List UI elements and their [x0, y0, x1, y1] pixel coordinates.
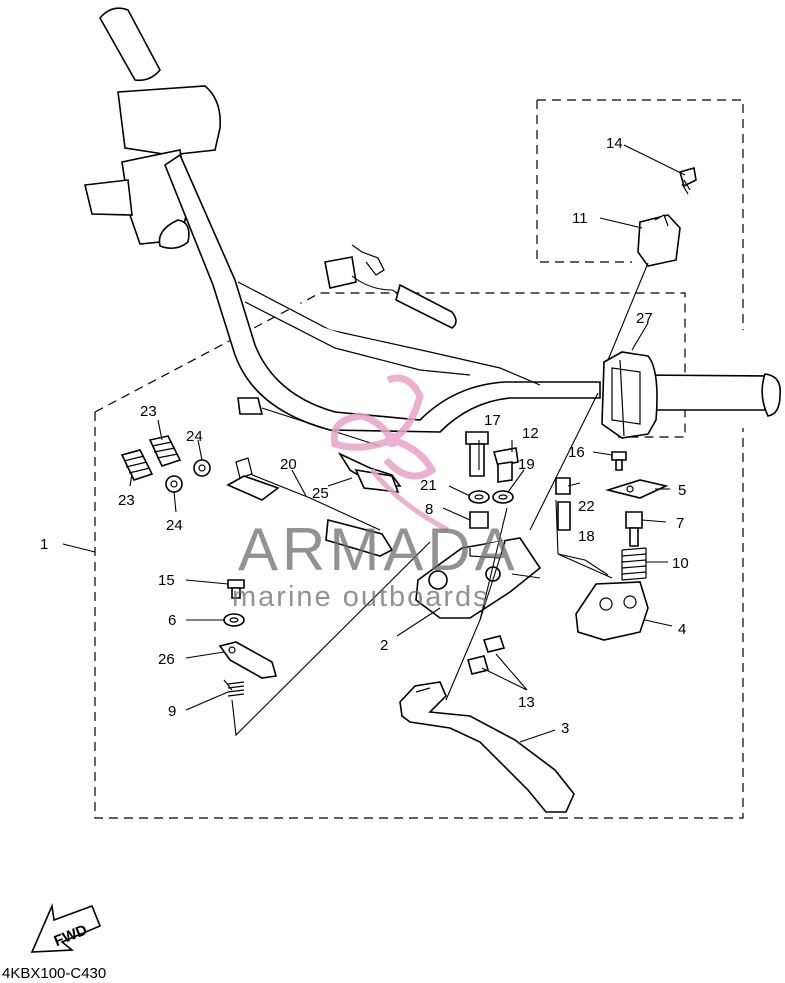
callout-5: 5 — [678, 482, 686, 499]
callout-12: 12 — [522, 425, 539, 442]
propeller-logo — [330, 374, 450, 533]
callout-14: 14 — [606, 135, 623, 152]
washer-24a — [193, 459, 211, 477]
lever-switch-cable — [226, 397, 402, 557]
callout-16: 16 — [568, 444, 585, 461]
washer-21 — [468, 490, 490, 504]
callout-1: 1 — [40, 536, 48, 553]
callout-2: 2 — [380, 637, 388, 654]
pin-7 — [625, 511, 643, 547]
pin-18 — [557, 501, 571, 531]
brake-lever — [399, 681, 575, 813]
nut-13a — [482, 635, 506, 653]
switch-housing — [601, 351, 658, 439]
screw-23b — [120, 449, 154, 481]
pin-22 — [555, 477, 571, 495]
bush-8 — [469, 511, 489, 529]
callout-8: 8 — [425, 501, 433, 518]
callout-3: 3 — [561, 720, 569, 737]
callout-26: 26 — [158, 651, 175, 668]
plate-26 — [218, 641, 278, 679]
spring-10 — [621, 547, 647, 581]
bracket-clip — [637, 214, 681, 267]
callout-11: 11 — [572, 210, 588, 227]
callout-23a: 23 — [140, 403, 157, 420]
callout-22: 22 — [578, 498, 595, 515]
handlebar — [84, 7, 782, 433]
callout-10: 10 — [672, 555, 689, 572]
watermark-brand: ARMADA — [238, 516, 519, 583]
screw-15 — [227, 579, 245, 599]
spring-9 — [223, 679, 245, 697]
callout-7: 7 — [676, 515, 684, 532]
watermark: ARMADA marine outboards — [232, 374, 519, 613]
callout-4: 4 — [678, 621, 686, 638]
callout-25: 25 — [312, 485, 329, 502]
callout-18: 18 — [578, 528, 595, 545]
callout-9: 9 — [168, 703, 176, 720]
screw-14 — [679, 166, 697, 195]
washer-19 — [492, 490, 514, 504]
diagram-code: 4KBX100-C430 — [2, 965, 106, 982]
nut-13b — [467, 655, 489, 675]
callout-19: 19 — [518, 456, 535, 473]
washer-6 — [223, 613, 245, 627]
callout-24b: 24 — [166, 517, 183, 534]
plate-5 — [605, 479, 669, 499]
watermark-tagline: marine outboards — [232, 581, 490, 613]
callout-13: 13 — [518, 694, 535, 711]
callout-27: 27 — [636, 310, 653, 327]
callout-15: 15 — [158, 572, 175, 589]
callout-17: 17 — [484, 412, 501, 429]
callout-20: 20 — [280, 456, 297, 473]
leader-lines — [62, 144, 686, 743]
callout-6: 6 — [168, 612, 176, 629]
washer-24b — [165, 475, 183, 493]
screw-16 — [611, 451, 627, 471]
callout-labels: 1 2 3 4 5 6 7 8 9 10 11 12 13 14 15 16 1… — [40, 135, 689, 737]
bolt-12 — [492, 447, 519, 483]
callout-21: 21 — [420, 477, 437, 494]
switch-body — [575, 581, 649, 641]
callout-23b: 23 — [118, 492, 135, 509]
fwd-arrow-icon: FWD — [30, 903, 102, 953]
switch-wire — [324, 244, 457, 329]
callout-24a: 24 — [186, 428, 203, 445]
bolt-17 — [465, 431, 489, 477]
screw-23a — [148, 435, 182, 467]
